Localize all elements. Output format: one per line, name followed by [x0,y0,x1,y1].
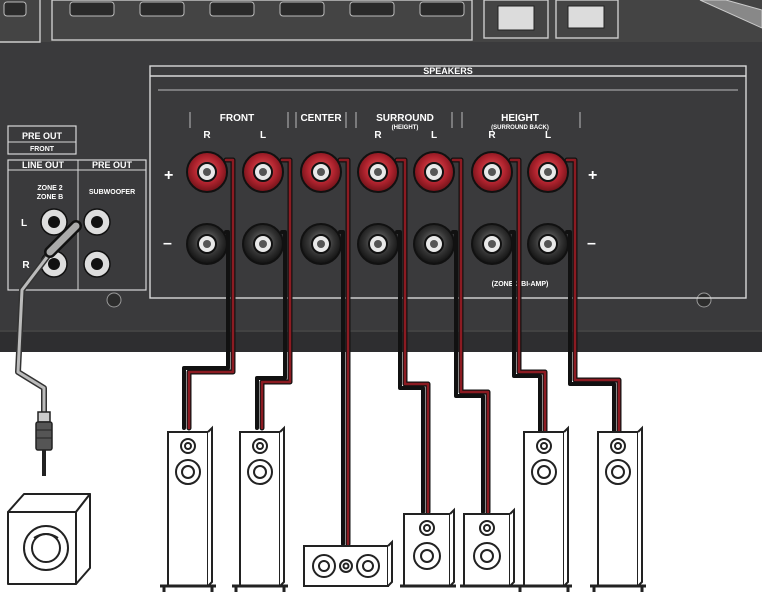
speaker-icon [460,507,516,588]
terminal-icon[interactable] [242,151,284,193]
speaker-icon [160,425,216,592]
screw-icon [696,292,712,308]
terminal-icon[interactable] [413,151,455,193]
center-speaker-icon [303,539,393,587]
hdmi-port-row [3,1,465,17]
terminal-icon[interactable] [300,151,342,193]
minus-sign-left: – [163,235,172,252]
terminal-icon[interactable] [413,223,455,265]
pre-out-front-sub: FRONT [30,146,55,153]
ethernet-port-icon [497,5,535,31]
zoneb-label: ZONE B [37,194,63,201]
rca-jack-icon [83,250,111,278]
speakers-frame: SPEAKERS [149,65,747,299]
terminal-icon[interactable] [527,151,569,193]
pre-out-sub-title: PRE OUT [92,160,133,170]
surround-l-label: L [431,130,437,141]
terminal-icon[interactable] [471,223,513,265]
cable-center [337,157,351,547]
speaker-icon [400,507,456,588]
terminal-icon[interactable] [527,223,569,265]
surround-r-label: R [374,130,382,141]
terminal-icon[interactable] [186,151,228,193]
plus-sign-right: + [588,167,597,184]
usb-port-icon [567,5,605,29]
height-label: HEIGHT [501,113,539,124]
height-l-label: L [545,130,551,141]
terminal-icon[interactable] [471,151,513,193]
line-out-title: LINE OUT [22,160,65,170]
speakers-title: SPEAKERS [423,66,473,76]
terminal-icon[interactable] [242,223,284,265]
speaker-icon [590,425,646,592]
speaker-icon [516,425,572,592]
cable-front-l [255,157,293,431]
line-out-l-label: L [21,218,27,229]
rca-jack-icon [40,208,68,236]
subwoofer-icon [7,493,91,585]
terminal-icon[interactable] [357,223,399,265]
surround-sub-label: (HEIGHT) [392,125,419,131]
speaker-cables [182,157,622,547]
line-out-r-label: R [22,260,30,271]
height-sub-label: (SURROUND BACK) [491,125,549,131]
speaker-icon [232,425,288,592]
subwoofer-cable [15,220,82,476]
front-label: FRONT [220,113,254,124]
front-l-label: L [260,130,266,141]
terminal-icon[interactable] [300,223,342,265]
center-label: CENTER [300,113,342,124]
terminal-icon[interactable] [357,151,399,193]
cable-height-r [508,157,548,435]
screw-icon [106,292,122,308]
rca-jack-icon [83,208,111,236]
speaker-terminals [186,151,569,265]
cable-height-l [564,157,622,435]
cable-front-r [182,157,236,431]
terminal-icon[interactable] [186,223,228,265]
plus-sign-left: + [164,167,173,184]
zone2-label: ZONE 2 [37,185,62,192]
rca-plug-icon [35,411,53,476]
pre-out-front-title: PRE OUT [22,131,63,141]
front-r-label: R [203,130,211,141]
height-r-label: R [488,130,496,141]
minus-sign-right: – [587,235,596,252]
cable-surround-r [394,157,431,515]
surround-label: SURROUND [376,113,434,124]
cable-surround-l [450,157,491,515]
subwoofer-label: SUBWOOFER [89,189,135,196]
antenna-icon [699,0,762,29]
left-io-panel: PRE OUT FRONT LINE OUT PRE OUT ZONE 2 ZO… [7,125,147,291]
